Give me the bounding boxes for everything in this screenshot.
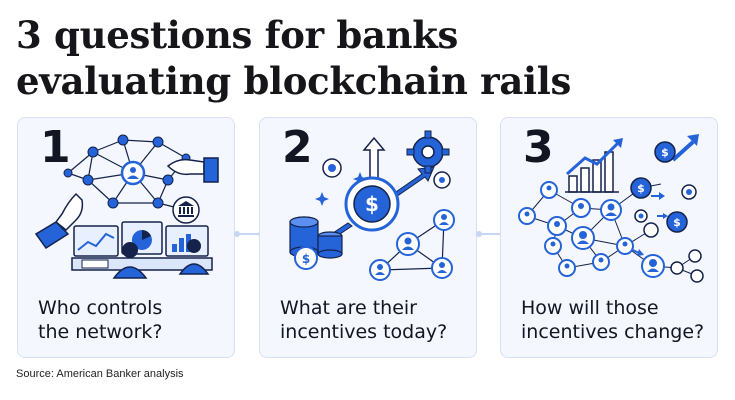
card-number: 1 xyxy=(40,122,71,173)
svg-text:$: $ xyxy=(302,252,310,266)
card-number: 3 xyxy=(523,122,554,173)
title-line-1: 3 questions for banks xyxy=(16,13,459,57)
svg-text:$: $ xyxy=(673,216,681,229)
source-note: Source: American Banker analysis xyxy=(16,368,184,380)
svg-text:$: $ xyxy=(637,182,645,195)
growth-network-illustration: $ $ $ xyxy=(518,134,704,283)
card-number: 2 xyxy=(282,122,313,173)
card-question-3: $ $ $ 3 How will those incentives change? xyxy=(500,117,718,358)
network-illustration xyxy=(34,134,219,279)
card-question-1: 1 Who controls the network? xyxy=(17,117,235,358)
question-line-1: How will those xyxy=(521,297,659,319)
question-line-2: incentives today? xyxy=(280,321,448,343)
card-question: Who controls the network? xyxy=(38,296,234,344)
card-question-2: $ $ xyxy=(259,117,477,358)
question-line-2: incentives change? xyxy=(521,321,705,343)
incentives-illustration: $ $ xyxy=(289,130,455,281)
question-line-1: What are their xyxy=(280,297,417,319)
question-line-2: the network? xyxy=(38,321,163,343)
question-line-1: Who controls xyxy=(38,297,163,319)
card-question: What are their incentives today? xyxy=(280,296,476,344)
svg-text:$: $ xyxy=(365,192,379,216)
svg-text:$: $ xyxy=(661,146,669,159)
title-line-2: evaluating blockchain rails xyxy=(16,59,572,103)
page-title: 3 questions for banks evaluating blockch… xyxy=(16,12,616,104)
card-question: How will those incentives change? xyxy=(521,296,717,344)
